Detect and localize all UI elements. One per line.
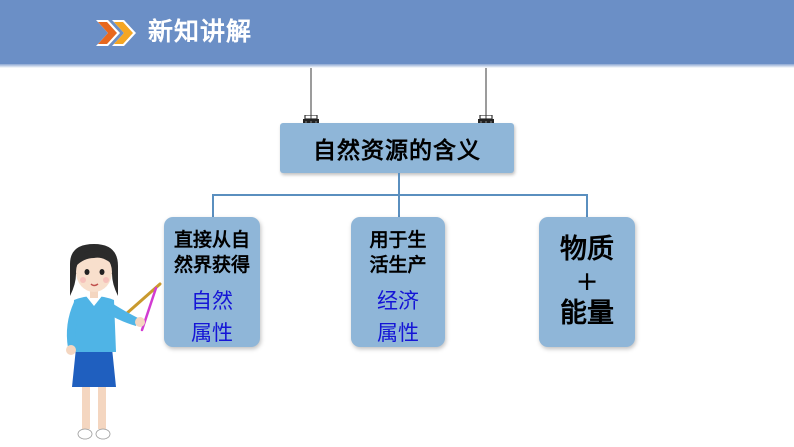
double-chevron-icon — [96, 20, 136, 46]
concept-box-natural: 直接从自 然界获得 自然 属性 — [164, 217, 260, 347]
hanging-string-left — [310, 68, 312, 124]
box-text-line: + — [575, 266, 599, 297]
box-text-line: 能量 — [560, 298, 614, 329]
connector-right — [586, 194, 588, 217]
main-concept-box: 自然资源的含义 — [280, 123, 514, 173]
box-text-line: 然界获得 — [173, 254, 250, 276]
connector-bar — [212, 194, 588, 196]
box-text-line: 用于生 — [369, 229, 427, 251]
concept-box-economic: 用于生 活生产 经济 属性 — [351, 217, 445, 347]
connector-trunk — [398, 173, 400, 195]
box-text-line: 物质 — [560, 234, 614, 265]
attribute-label: 经济 — [377, 289, 419, 313]
attribute-label: 属性 — [377, 321, 419, 345]
connector-middle — [398, 194, 400, 217]
header-divider — [0, 64, 794, 68]
box-text-line: 直接从自 — [173, 229, 250, 251]
concept-box-matter-energy: 物质 + 能量 — [539, 217, 635, 347]
teacher-with-pointer-icon — [66, 244, 162, 440]
hanging-string-right — [485, 68, 487, 124]
attribute-label: 属性 — [191, 321, 233, 345]
header-bar: 新知讲解 — [0, 0, 794, 64]
page-title: 新知讲解 — [148, 17, 253, 46]
box-text-line: 活生产 — [369, 254, 427, 276]
attribute-label: 自然 — [191, 289, 233, 313]
connector-left — [212, 194, 214, 217]
